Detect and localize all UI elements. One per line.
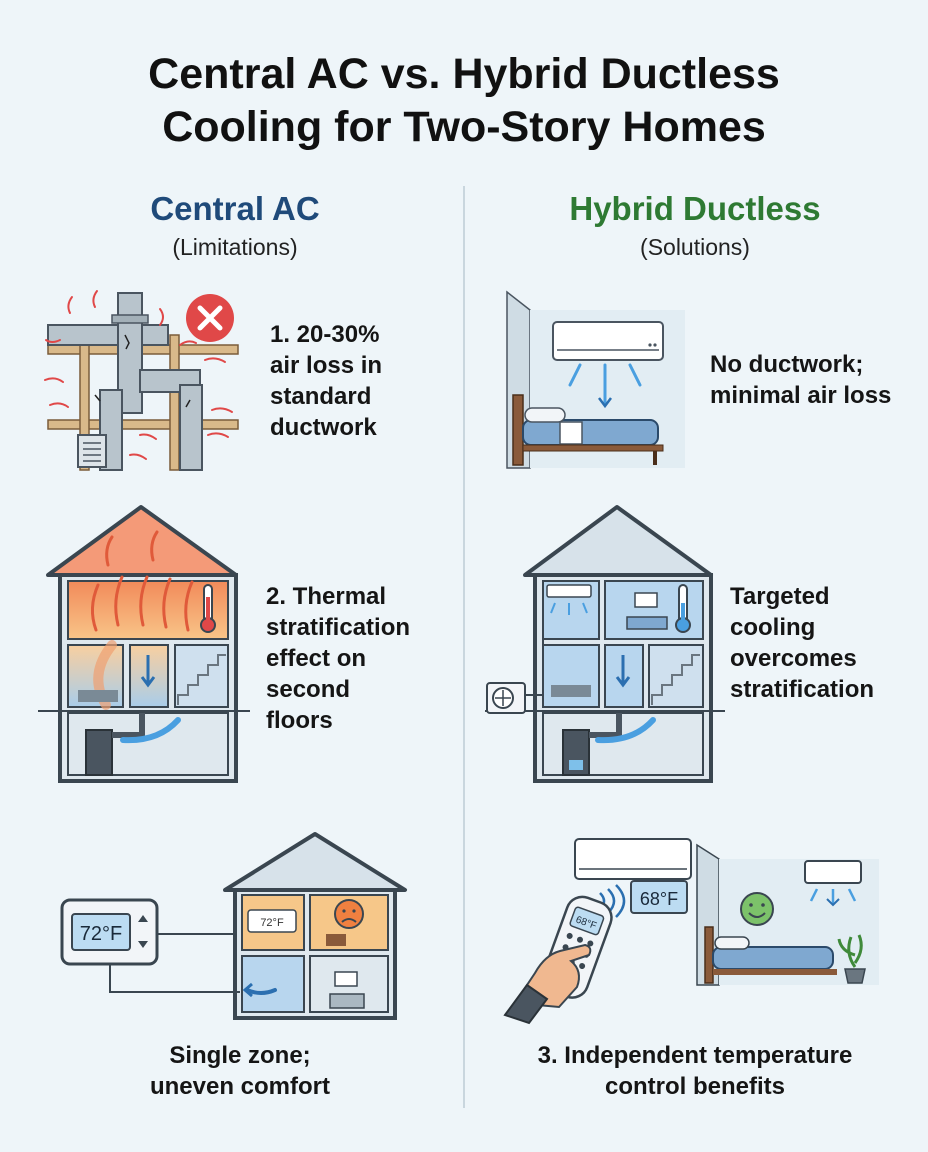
single-zone-caption: Single zone; uneven comfort [149, 1042, 331, 1100]
targeted-cooling-house-illustration [485, 505, 725, 783]
thermostat-reading: 72°F [80, 923, 122, 945]
single-zone-illustration: 72°F 72°F [60, 832, 407, 1020]
title-line-1: Central AC vs. Hybrid Ductless [148, 50, 780, 98]
air-loss-caption: 1. 20-30% air loss in standard ductwork [270, 321, 383, 441]
stratification-caption: 2. Thermal stratification effect on seco… [266, 583, 411, 734]
page-title: Central AC vs. Hybrid Ductless Cooling f… [0, 48, 928, 154]
right-column-heading: Hybrid Ductless (Solutions) [510, 190, 880, 262]
targeted-cooling-caption: Targeted cooling overcomes stratificatio… [730, 583, 875, 703]
hybrid-ductless-heading: Hybrid Ductless [569, 190, 821, 227]
no-ductwork-caption: No ductwork; minimal air loss [710, 351, 892, 409]
center-divider [463, 186, 465, 1108]
independent-control-illustration: 68°F 68°F [503, 838, 879, 1025]
central-ac-heading: Central AC [150, 190, 320, 227]
small-thermostat-reading: 72°F [260, 917, 284, 929]
stratification-house-illustration [38, 505, 250, 783]
limitations-subheading: (Limitations) [172, 234, 298, 260]
solutions-subheading: (Solutions) [640, 234, 750, 260]
remote-reading-badge: 68°F [640, 889, 678, 909]
title-line-2: Cooling for Two-Story Homes [162, 103, 766, 151]
ductless-bedroom-illustration [506, 290, 685, 469]
leaky-ductwork-illustration [44, 290, 239, 471]
independent-control-caption: 3. Independent temperature control benef… [537, 1042, 853, 1100]
left-column-heading: Central AC (Limitations) [60, 190, 410, 262]
